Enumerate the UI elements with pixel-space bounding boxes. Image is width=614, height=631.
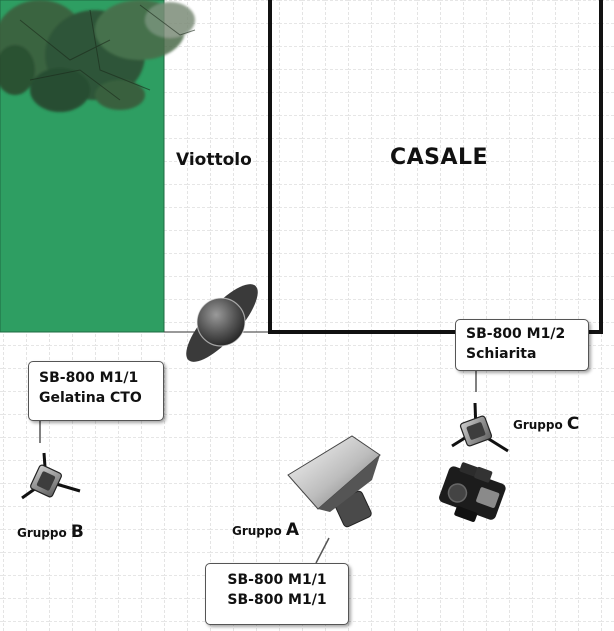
speedlight-icon <box>21 452 81 500</box>
group-c-label: Gruppo C <box>513 414 579 434</box>
callout-group-c: SB-800 M1/2 Schiarita <box>455 319 589 371</box>
group-c-prefix: Gruppo <box>513 418 563 432</box>
callout-b-line1: SB-800 M1/1 <box>39 370 139 386</box>
callout-c-line1: SB-800 M1/2 <box>466 326 566 342</box>
path-label: Viottolo <box>176 150 252 170</box>
group-a-label: Gruppo A <box>232 520 299 540</box>
callout-a-line1: SB-800 M1/1 <box>227 572 327 588</box>
callout-group-a: SB-800 M1/1 SB-800 M1/1 <box>205 563 349 625</box>
group-b-prefix: Gruppo <box>17 526 67 540</box>
house-label: CASALE <box>390 145 489 170</box>
callout-group-b: SB-800 M1/1 Gelatina CTO <box>28 361 164 421</box>
tree-branches <box>19 4 196 101</box>
person-subject-icon <box>186 284 258 362</box>
callout-a-line2: SB-800 M1/1 <box>227 592 327 608</box>
callout-pointer-a <box>315 537 330 564</box>
group-b-label: Gruppo B <box>17 522 84 542</box>
group-a-prefix: Gruppo <box>232 524 282 538</box>
group-c-letter: C <box>566 414 580 434</box>
callout-c-line2: Schiarita <box>466 346 537 362</box>
softbox-icon <box>287 435 381 528</box>
camera-icon <box>439 462 506 522</box>
speedlight-icon <box>451 402 509 453</box>
group-b-letter: B <box>70 522 84 542</box>
house-walls <box>268 0 603 334</box>
callout-b-line2: Gelatina CTO <box>39 390 142 406</box>
group-a-letter: A <box>285 520 300 540</box>
